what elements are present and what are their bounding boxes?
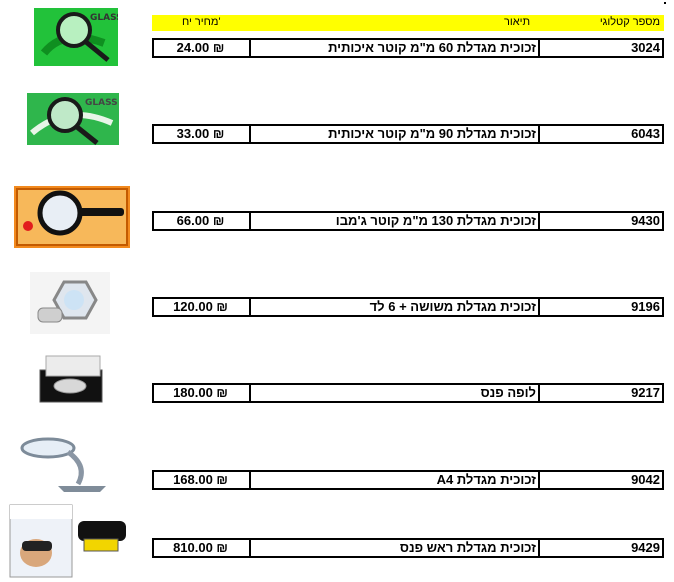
product-image-6043: GLASS [27,93,119,145]
catalog-number: 9217 [631,385,660,400]
catalog-number: 6043 [631,126,660,141]
unit-price: 168.00 ₪ [173,472,228,487]
item-description: זכוכית מגדלת 60 מ"מ קוטר איכותית [249,40,540,56]
product-image-9430 [14,186,130,248]
svg-text:GLASS: GLASS [85,98,118,108]
unit-price: 33.00 ₪ [176,126,225,141]
product-image-9196 [30,272,110,334]
product-image-9042 [18,436,110,494]
product-image-3024: GLASS [34,8,118,66]
product-image-9217 [32,348,108,414]
catalog-number: 3024 [631,40,660,55]
unit-price: 24.00 ₪ [176,40,225,55]
item-description: לופה פנס [249,385,540,401]
catalog-number: 9042 [631,472,660,487]
item-description: זכוכית מגדלת ראש פנס [249,540,540,556]
header-catalog-number: מספר קטלוגי [599,16,660,28]
catalog-number: 9196 [631,299,660,314]
table-row: 24.00 ₪ זכוכית מגדלת 60 מ"מ קוטר איכותית… [152,38,664,58]
item-description: זכוכית מגדלת A4 [249,472,540,488]
table-row: 810.00 ₪ זכוכית מגדלת ראש פנס 9429 [152,538,664,558]
table-header: מחיר יח' תיאור מספר קטלוגי [152,15,664,31]
catalog-number: 9429 [631,540,660,555]
item-description: זכוכית מגדלת 90 מ"מ קוטר איכותית [249,126,540,142]
header-unit-price: מחיר יח' [182,16,221,28]
item-description: זכוכית מגדלת משושה + 6 לד [249,299,540,315]
unit-price: 66.00 ₪ [176,213,225,228]
table-row: 168.00 ₪ זכוכית מגדלת A4 9042 [152,470,664,490]
table-row: 120.00 ₪ זכוכית מגדלת משושה + 6 לד 9196 [152,297,664,317]
corner-dot [664,2,666,4]
table-row: 180.00 ₪ לופה פנס 9217 [152,383,664,403]
product-image-9429 [6,503,130,579]
unit-price: 180.00 ₪ [173,385,228,400]
table-row: 66.00 ₪ זכוכית מגדלת 130 מ"מ קוטר ג'מבו … [152,211,664,231]
svg-text:GLASS: GLASS [90,13,118,23]
header-description: תיאור [504,16,531,28]
unit-price: 120.00 ₪ [173,299,228,314]
unit-price: 810.00 ₪ [173,540,228,555]
table-row: 33.00 ₪ זכוכית מגדלת 90 מ"מ קוטר איכותית… [152,124,664,144]
catalog-number: 9430 [631,213,660,228]
item-description: זכוכית מגדלת 130 מ"מ קוטר ג'מבו [249,213,540,229]
